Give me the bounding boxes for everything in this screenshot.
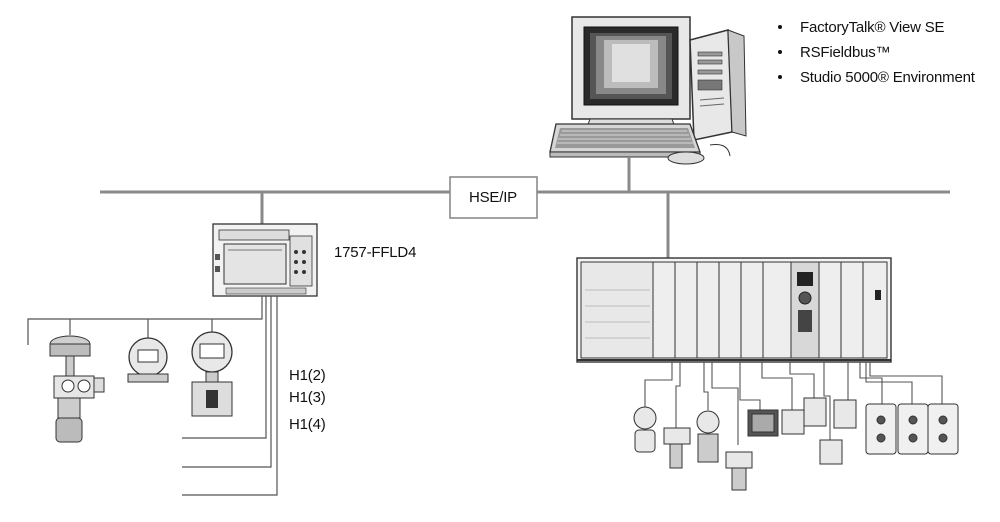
h1-segment-4 xyxy=(182,296,278,496)
software-item-1: FactoryTalk® View SE xyxy=(800,19,945,36)
valve-positioner-icon xyxy=(663,427,691,469)
flow-meter-icon xyxy=(191,331,233,417)
software-list: FactoryTalk® View SE RSFieldbus™ Studio … xyxy=(778,19,976,86)
hse-ip-label-box: HSE/IP xyxy=(449,176,538,219)
pressure-transmitter-icon xyxy=(127,337,169,383)
bullet-icon xyxy=(778,25,782,29)
h1-label-3: H1(3) xyxy=(289,389,326,406)
push-button-station-icon xyxy=(865,403,959,455)
motor-drive-icon xyxy=(747,409,779,437)
h1-label-4: H1(4) xyxy=(289,416,326,433)
h1-segment-lines xyxy=(27,296,278,496)
crt-monitor xyxy=(571,16,691,131)
workstation-computer xyxy=(549,16,747,165)
keyboard xyxy=(549,123,701,158)
chassis-field-wiring xyxy=(644,362,943,445)
tower-case xyxy=(689,29,747,141)
software-item-3: Studio 5000® Environment xyxy=(800,69,976,86)
bullet-icon xyxy=(778,75,782,79)
level-transmitter-icon xyxy=(696,410,720,463)
h1-segment-2 xyxy=(182,296,267,439)
control-valve-icon xyxy=(725,451,753,491)
mouse xyxy=(667,144,731,165)
pressure-transmitter-icon xyxy=(633,406,657,453)
linking-device-label: 1757-FFLD4 xyxy=(334,244,416,261)
h1-segment-3 xyxy=(182,296,272,468)
hse-ip-label: HSE/IP xyxy=(469,189,517,206)
linking-device-1757-ffld4 xyxy=(212,223,318,297)
chassis-field-devices xyxy=(633,397,959,491)
h1-segment-1 xyxy=(27,296,263,345)
discrete-io-block-icon xyxy=(781,397,857,465)
h1-label-2: H1(2) xyxy=(289,367,326,384)
bullet-icon xyxy=(778,50,782,54)
io-modules xyxy=(652,261,888,359)
control-valve-icon xyxy=(49,335,105,443)
software-item-2: RSFieldbus™ xyxy=(800,44,890,61)
controllogix-chassis xyxy=(576,257,892,363)
